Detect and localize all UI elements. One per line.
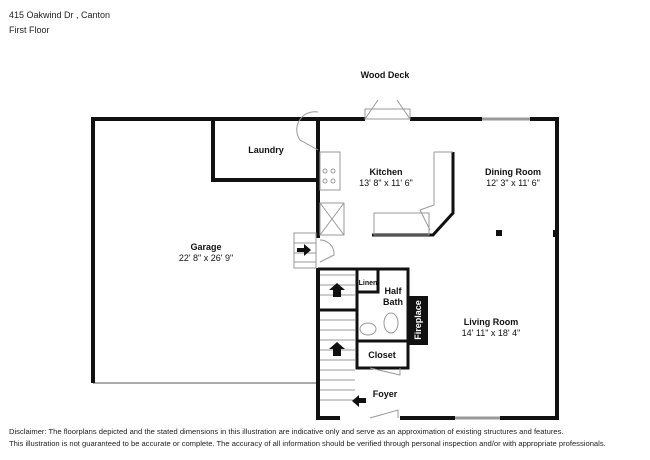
foyer-label: Foyer bbox=[373, 389, 398, 399]
living-room-label: Living Room bbox=[464, 317, 519, 327]
fireplace bbox=[408, 296, 428, 345]
arrow-right-icon bbox=[297, 244, 311, 256]
wood-deck-label: Wood Deck bbox=[361, 70, 411, 80]
address: 415 Oakwind Dr , Canton bbox=[9, 10, 111, 20]
half-bath-label: Half bbox=[384, 286, 402, 296]
garage-label: Garage bbox=[190, 242, 221, 252]
fixtures bbox=[293, 99, 530, 420]
wall-post bbox=[553, 230, 558, 237]
kitchen-dims: 13' 8" x 11' 6" bbox=[359, 178, 413, 188]
column bbox=[496, 230, 502, 236]
living-room-dims: 14' 11" x 18' 4" bbox=[462, 328, 521, 338]
disclaimer-line-2: This illustration is not guaranteed to b… bbox=[9, 439, 606, 448]
arrow-left-icon bbox=[352, 395, 366, 407]
arrow-up-icon bbox=[329, 283, 345, 297]
half-bath-label-2: Bath bbox=[383, 297, 403, 307]
walls bbox=[91, 117, 559, 420]
floor-label: First Floor bbox=[9, 25, 50, 35]
linen-label: Linen bbox=[359, 280, 378, 287]
dining-room-dims: 12' 3" x 11' 6" bbox=[486, 178, 540, 188]
kitchen-label: Kitchen bbox=[369, 167, 402, 177]
stair-arrows bbox=[297, 244, 366, 407]
laundry-label: Laundry bbox=[248, 145, 284, 155]
garage-dims: 22' 8" x 26' 9" bbox=[179, 253, 233, 263]
fireplace-label: Fireplace bbox=[413, 300, 423, 340]
disclaimer-line-1: Disclaimer: The floorplans depicted and … bbox=[9, 427, 564, 436]
closet-label: Closet bbox=[368, 350, 396, 360]
arrow-up-icon bbox=[329, 342, 345, 356]
dining-room-label: Dining Room bbox=[485, 167, 541, 177]
